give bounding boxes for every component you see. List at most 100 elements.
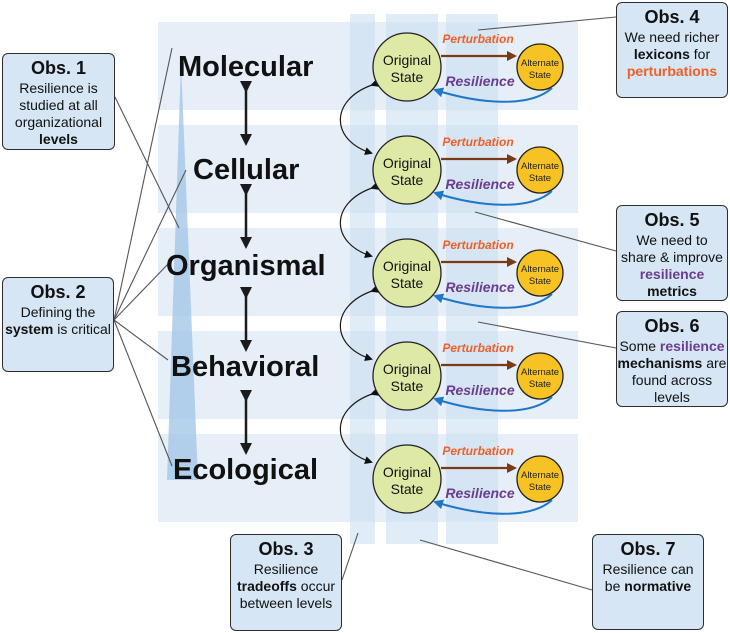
leader-obs2-b	[113, 169, 187, 321]
observation-text: tradeoffs	[236, 578, 297, 594]
alternate-state-label: State	[529, 276, 551, 287]
observation-title: Obs. 5	[644, 210, 700, 230]
alternate-state-circle	[516, 352, 564, 400]
state-connectors	[339, 79, 379, 464]
alternate-state-label: State	[529, 70, 551, 81]
resilience-arrow	[433, 499, 553, 515]
observation-title: Obs. 6	[644, 316, 700, 336]
resilience-arrow	[433, 396, 553, 412]
observation-title: Obs. 1	[30, 58, 87, 78]
observation-box-6: Obs. 6 Some resilience mechanisms are fou…	[616, 311, 728, 407]
observation-text: Resilience	[253, 561, 319, 577]
alternate-state-circle	[516, 249, 564, 297]
leader-obs2-c	[113, 261, 171, 321]
original-state-circle	[372, 444, 442, 514]
observation-box-3: Obs. 3 Resilience tradeoffs occur between…	[230, 534, 342, 631]
original-state-label: State	[391, 172, 424, 188]
observation-text: system	[5, 321, 54, 337]
leader-obs2-a	[113, 47, 173, 321]
alternate-state-circle	[516, 146, 564, 194]
resilience-label: Resilience	[445, 485, 514, 501]
observation-text: mechanisms	[617, 355, 703, 371]
observation-text: normative	[624, 578, 692, 594]
alternate-state-circle	[516, 455, 564, 503]
state-diagram-row: OriginalStateAlternateStatePerturbationR…	[372, 135, 564, 206]
perturbation-label: Perturbation	[442, 444, 513, 458]
observation-text: levels	[39, 131, 78, 147]
level-label-behavioral: Behavioral	[171, 351, 320, 383]
observation-text: is critical	[53, 321, 111, 337]
observation-text: resilience	[659, 338, 725, 354]
original-state-label: Original	[383, 155, 431, 171]
original-state-circle	[372, 135, 442, 205]
observation-title: Obs. 7	[620, 539, 676, 559]
observation-title: Obs. 3	[258, 539, 314, 559]
original-state-label: Original	[383, 361, 431, 377]
leader-obs2-e	[113, 319, 173, 467]
leader-lines	[113, 16, 617, 591]
observation-title: Obs. 4	[644, 7, 700, 27]
state-connector-4	[339, 388, 379, 464]
resilience-label: Resilience	[445, 176, 514, 192]
state-diagram-row: OriginalStateAlternateStatePerturbationR…	[372, 444, 564, 515]
observation-text: We need richer	[624, 29, 720, 45]
original-state-label: Original	[383, 464, 431, 480]
state-connector-2	[339, 182, 379, 258]
perturbation-label: Perturbation	[442, 135, 513, 149]
alternate-state-label: State	[529, 379, 551, 390]
leader-obs4	[477, 16, 617, 31]
band-left	[350, 14, 375, 544]
leader-obs2-d	[113, 319, 169, 361]
leader-obs5	[474, 211, 617, 252]
observation-text: Resilience can be	[602, 561, 694, 594]
observation-text: Some	[619, 338, 660, 354]
resilience-label: Resilience	[445, 73, 514, 89]
observation-text: Defining the	[20, 304, 96, 320]
original-state-circle	[372, 32, 442, 102]
perturbation-label: Perturbation	[442, 238, 513, 252]
original-state-label: Original	[383, 258, 431, 274]
perturbation-label: Perturbation	[442, 341, 513, 355]
level-label-ecological: Ecological	[173, 454, 319, 486]
level-label-organismal: Organismal	[166, 250, 326, 282]
alternate-state-circle	[516, 43, 564, 91]
original-state-circle	[372, 341, 442, 411]
alternate-state-label: Alternate	[521, 470, 559, 481]
original-state-label: State	[391, 481, 424, 497]
state-connector-1	[339, 79, 379, 155]
original-state-label: Original	[383, 52, 431, 68]
state-diagram-row: OriginalStateAlternateStatePerturbationR…	[372, 238, 564, 309]
observation-text: lexicons	[633, 46, 690, 62]
original-state-label: State	[391, 378, 424, 394]
original-state-label: State	[391, 275, 424, 291]
state-diagram-row: OriginalStateAlternateStatePerturbationR…	[372, 341, 564, 412]
system-scope-triangle	[167, 62, 198, 480]
level-label-cellular: Cellular	[193, 154, 300, 186]
observation-text: perturbations	[626, 63, 718, 79]
alternate-state-label: State	[529, 482, 551, 493]
alternate-state-label: Alternate	[521, 161, 559, 172]
original-state-label: State	[391, 69, 424, 85]
observation-text: resilience	[639, 266, 705, 282]
observation-text: occur between levels	[239, 578, 336, 611]
observation-text: are found across levels	[631, 355, 727, 405]
observation-text: metrics	[647, 283, 697, 299]
alternate-state-label: Alternate	[521, 264, 559, 275]
resilience-arrow	[433, 190, 553, 206]
leader-obs3	[341, 532, 359, 581]
alternate-state-label: Alternate	[521, 58, 559, 69]
resilience-arrow	[433, 293, 553, 309]
resilience-arrow	[433, 87, 553, 103]
alternate-state-label: State	[529, 173, 551, 184]
alternate-state-label: Alternate	[521, 367, 559, 378]
state-diagrams: OriginalStateAlternateStatePerturbationR…	[372, 32, 564, 515]
leader-obs6	[477, 321, 617, 349]
observation-title: Obs. 2	[30, 282, 86, 302]
observation-box-2: Obs. 2 Defining the system is critical	[2, 277, 114, 372]
resilience-label: Resilience	[445, 382, 514, 398]
level-label-molecular: Molecular	[178, 51, 314, 83]
